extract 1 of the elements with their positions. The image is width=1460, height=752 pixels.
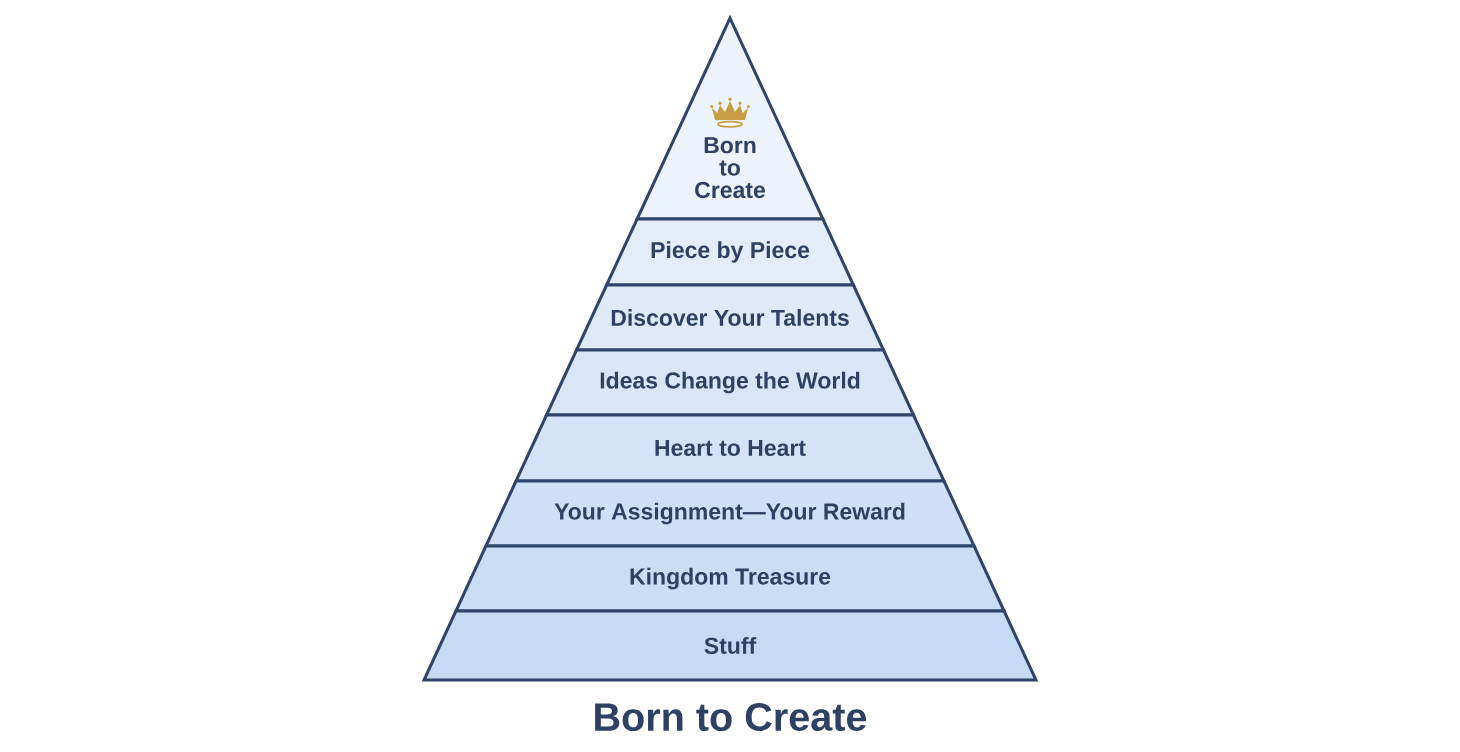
title: Born to Create xyxy=(595,703,867,731)
